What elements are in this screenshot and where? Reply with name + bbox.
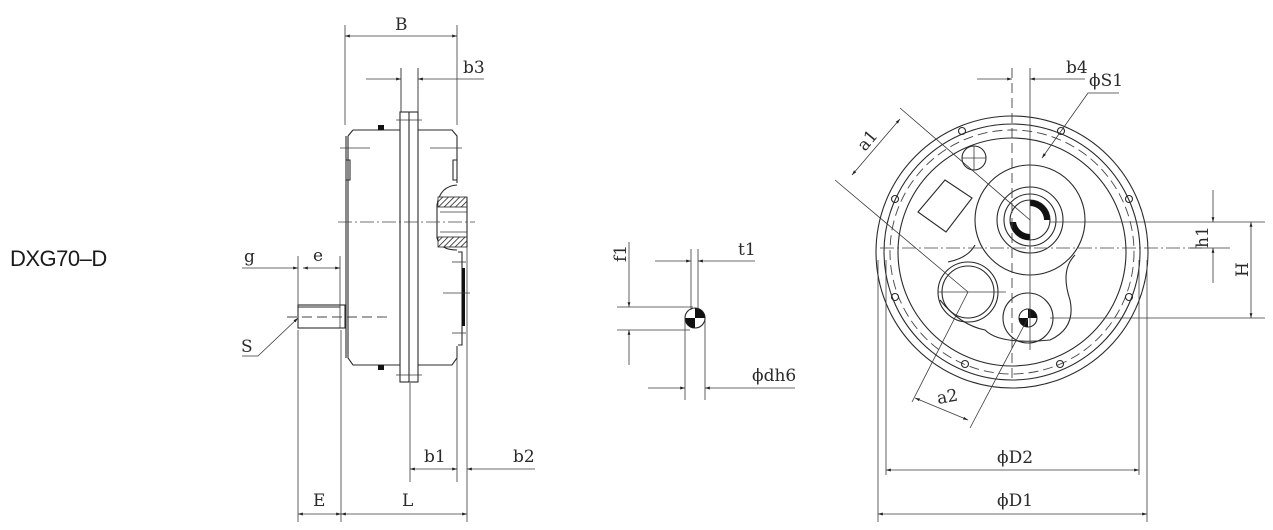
label-dh6: ϕdh6 [752,366,796,386]
label-a2: a2 [935,386,959,409]
side-view: B b3 [241,15,535,522]
bolt-holes [890,126,1134,369]
model-title: DXG70–D [10,246,107,271]
hub-hatch-top [437,196,468,208]
drain-plug [378,365,384,370]
label-E: E [313,491,325,511]
breather-plug [378,125,384,130]
housing-outline [347,129,458,366]
label-B: B [395,15,408,35]
label-D1: ϕD1 [997,491,1033,511]
label-b2: b2 [513,447,535,467]
label-e: e [313,246,323,266]
label-h1: h1 [1193,226,1213,248]
label-L: L [402,491,413,511]
output-hub [436,184,458,251]
label-g: g [244,247,255,267]
key-detail: t1 f1 ϕdh6 [611,240,796,400]
hub-hatch-bottom [437,236,468,248]
label-b4: b4 [1066,58,1088,78]
rear-cover [462,268,465,326]
label-f1: f1 [611,245,631,262]
label-S1: ϕS1 [1089,71,1123,91]
nameplate [917,179,973,233]
label-b3: b3 [463,58,485,78]
label-D2: ϕD2 [997,448,1033,468]
label-H: H [1233,262,1253,277]
input-shaft [297,304,346,329]
front-view: b4 ϕS1 a1 a2 h1 H ϕD2 ϕD1 [834,58,1265,522]
label-a1: a1 [854,126,883,155]
label-b1: b1 [424,447,446,467]
label-S: S [241,337,253,357]
label-t1: t1 [738,240,756,260]
